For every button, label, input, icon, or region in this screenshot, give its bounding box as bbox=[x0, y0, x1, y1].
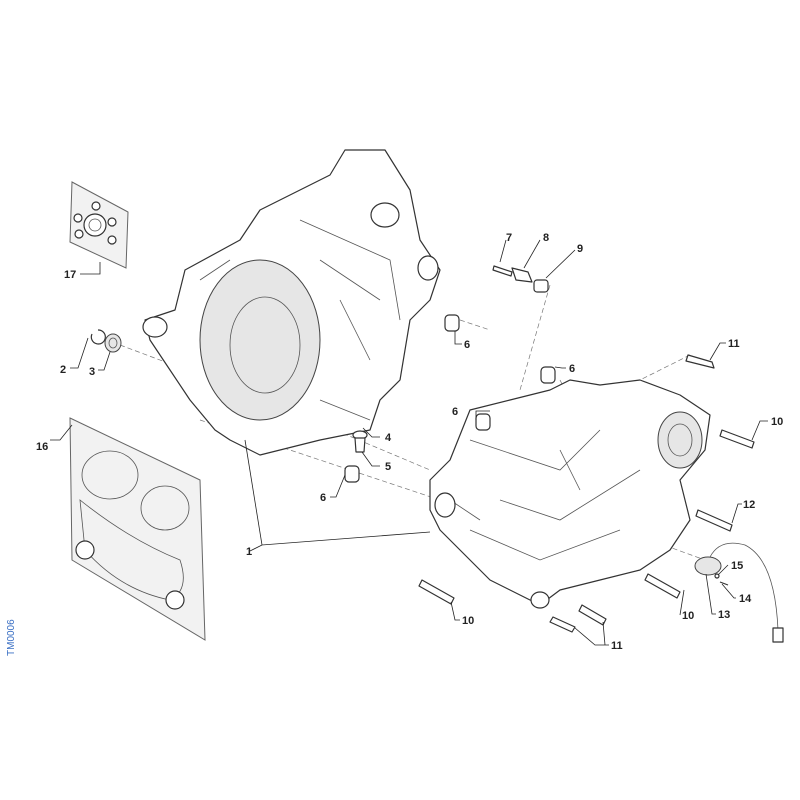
circlip-and-seal bbox=[90, 329, 122, 353]
callout-14: 14 bbox=[739, 593, 752, 605]
callout-15: 15 bbox=[731, 560, 743, 572]
right-crankcase-half bbox=[429, 379, 711, 609]
callout-3: 3 bbox=[89, 366, 95, 378]
callout-13: 13 bbox=[718, 609, 730, 621]
callout-labels: 17 2 3 16 4 5 6 6 6 6 7 8 9 11 10 12 15 … bbox=[36, 232, 783, 652]
callout-11: 11 bbox=[611, 640, 623, 652]
left-crankcase-half bbox=[142, 149, 441, 456]
callout-2: 2 bbox=[60, 364, 66, 376]
callout-4: 4 bbox=[385, 432, 392, 444]
callout-11: 11 bbox=[728, 338, 740, 350]
sensor-with-cable bbox=[694, 542, 784, 643]
callout-10: 10 bbox=[771, 416, 783, 428]
callout-16: 16 bbox=[36, 441, 48, 453]
gasket-kit-sheet bbox=[69, 417, 206, 641]
callout-10: 10 bbox=[462, 615, 474, 627]
callout-1: 1 bbox=[246, 546, 252, 558]
callout-5: 5 bbox=[385, 461, 391, 473]
callout-17: 17 bbox=[64, 269, 76, 281]
callout-7: 7 bbox=[506, 232, 512, 244]
drawing-code: TM0006 bbox=[6, 619, 17, 656]
callout-6: 6 bbox=[452, 406, 458, 418]
seal-kit-sheet bbox=[69, 181, 129, 269]
bracket-screw-and-clip bbox=[492, 265, 549, 293]
callout-6: 6 bbox=[569, 363, 575, 375]
callout-12: 12 bbox=[743, 499, 755, 511]
callout-6: 6 bbox=[320, 492, 326, 504]
bolts bbox=[418, 354, 755, 633]
drain-plug bbox=[352, 430, 368, 453]
callout-10: 10 bbox=[682, 610, 694, 622]
leader-lines bbox=[50, 239, 768, 646]
callout-8: 8 bbox=[543, 232, 549, 244]
dowel-pins bbox=[344, 314, 556, 483]
callout-9: 9 bbox=[577, 243, 583, 255]
callout-6: 6 bbox=[464, 339, 470, 351]
